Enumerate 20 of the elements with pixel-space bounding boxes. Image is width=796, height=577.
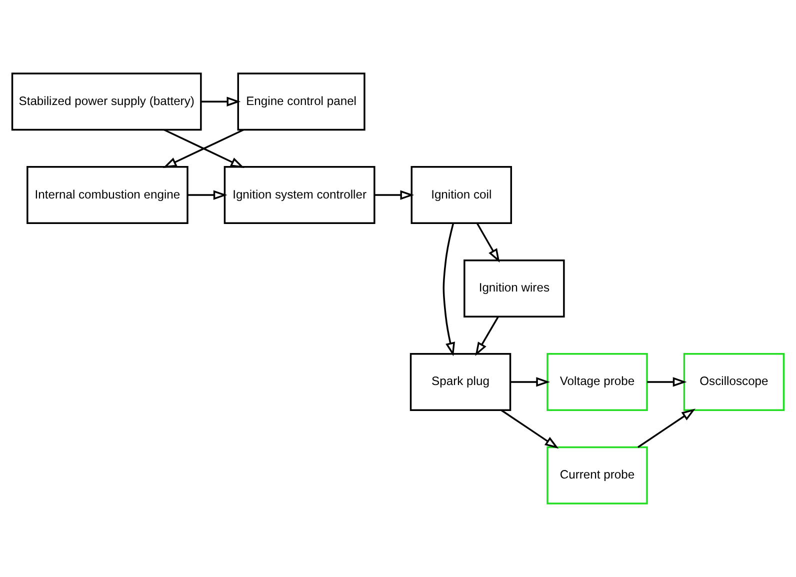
arrow: [475, 316, 499, 356]
node-box: Spark plug: [410, 352, 512, 411]
arrow: [500, 409, 559, 449]
node-box: Internal combustion engine: [26, 166, 188, 224]
arrow: [201, 96, 241, 106]
arrow: [476, 222, 500, 263]
node-box: Engine control panel: [237, 72, 366, 131]
node-box: Voltage probe: [546, 352, 648, 411]
node-box: Ignition wires: [464, 260, 565, 318]
node-box: Oscilloscope: [683, 352, 785, 411]
arrow: [510, 377, 550, 387]
node-box: Ignition coil: [410, 166, 512, 224]
arrow: [188, 190, 228, 200]
arrow: [374, 190, 414, 200]
arrow: [442, 223, 456, 356]
arrow: [647, 377, 687, 387]
arrow: [638, 408, 696, 448]
node-box: Stabilized power supply (battery): [11, 72, 202, 131]
node-box: Current probe: [546, 446, 648, 504]
node-box: Ignition system controller: [224, 166, 376, 224]
